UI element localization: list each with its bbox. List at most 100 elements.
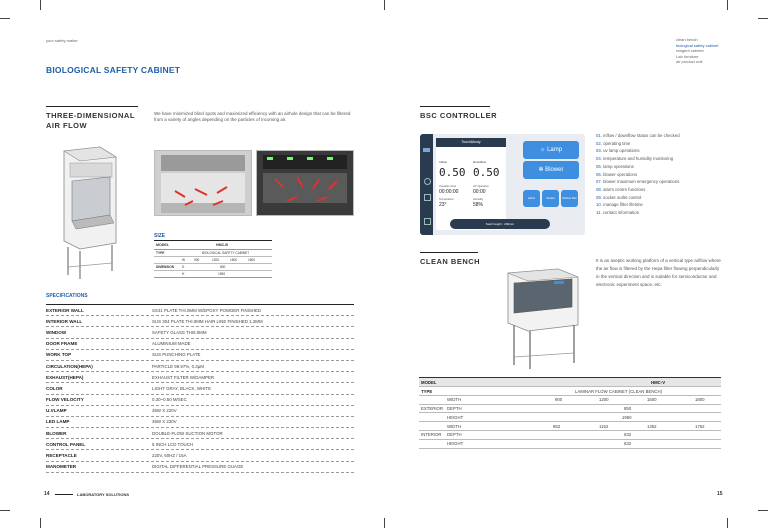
feature-item: 01. inflow / downflow status can be chec… (596, 132, 680, 140)
spec-value: PARTICLE 99.97%, 0.3μM (152, 363, 204, 369)
feature-number: 02. (596, 140, 604, 146)
info-icon[interactable] (424, 218, 431, 225)
spec-value: DOUBLE-FLOW SUCTION MOTOR (152, 430, 223, 436)
spec-value: EXHAUST FILTER W/DAMPER (152, 374, 215, 380)
feature-item: 03. uv lamp operations (596, 147, 680, 155)
window-max-button[interactable]: Window Max (561, 190, 578, 207)
spec-value: 36W X 220V (152, 408, 177, 414)
spec-key: WINDOW (46, 329, 67, 335)
airflow-photo-1 (154, 150, 252, 216)
airflow-arrows-icon (161, 155, 245, 213)
socket-button[interactable]: Socket (542, 190, 559, 207)
footer-page-left: 14 (44, 491, 50, 497)
spec-value: ALUMINIUM MADE (152, 341, 191, 347)
home-icon[interactable] (423, 148, 430, 152)
spec-value: DIGITAL DIFFERENTIAL PRESSURE GUAGE (152, 464, 244, 470)
feature-item: 06. blower operations (596, 171, 680, 179)
spec-key: LED LAMP (46, 419, 70, 425)
crop-mark (40, 0, 41, 10)
section-rule (420, 106, 490, 107)
spec-key: INTERIOR WALL (46, 318, 83, 324)
blower-button[interactable]: ✻ Blower (523, 161, 579, 179)
alarm-button[interactable]: Alarm (523, 190, 540, 207)
feature-text: blower maximum emergency operations (603, 179, 680, 185)
header-tagline: your safety maker (46, 38, 78, 43)
feature-number: 06. (596, 171, 604, 177)
panel-display: Touch&body Inflow Downflow 0.50 0.50 Ope… (436, 138, 506, 230)
display-header: Touch&body (436, 138, 506, 147)
filter-icon[interactable] (424, 194, 431, 201)
feature-number: 11. (596, 210, 603, 216)
airflow-photo-2 (256, 150, 354, 216)
feature-number: 03. (596, 148, 604, 154)
feature-text: temperature and humidity monitoring (603, 156, 674, 162)
controller-panel: Touch&body Inflow Downflow 0.50 0.50 Ope… (420, 134, 585, 235)
airflow-arrows-icon (263, 155, 347, 203)
footer-label: LABORATORY SOLUTIONS (77, 492, 130, 497)
feature-text: operating time (603, 140, 631, 146)
feature-number: 01. (596, 133, 604, 138)
spec-value: 0.30~0.50 M/SEC (152, 397, 187, 403)
feature-number: 10. (596, 202, 604, 208)
airflow-description: We have minimized blind spots and maximi… (154, 111, 351, 122)
spec-value: SAFETY GLASS THI5.0MM (152, 329, 207, 335)
spec-key: FLOW VELOCITY (46, 397, 84, 403)
spec-row: MANOMETER DIGITAL DIFFERENTIAL PRESSURE G… (46, 462, 354, 473)
page-title: BIOLOGICAL SAFETY CABINET (46, 65, 181, 75)
feature-number: 09. (596, 194, 604, 200)
spec-row: WINDOW SAFETY GLASS THI5.0MM (46, 327, 354, 339)
lamp-button[interactable]: ☼ Lamp (523, 141, 579, 159)
feature-item: 07. blower maximum emergency operations (596, 178, 680, 186)
feature-text: blower operations (603, 171, 638, 177)
op-time-label: Operation time (439, 185, 457, 188)
spec-value: SUS PUNCHING PLATE (152, 352, 201, 358)
spec-row: BLOWER DOUBLE-FLOW SUCTION MOTOR (46, 428, 354, 440)
size-label: SIZE (154, 233, 166, 239)
header-menu: clean bench biological safety cabinet re… (676, 37, 718, 65)
feature-number: 04. (596, 156, 604, 162)
op-time-value: 00:00:00 (439, 189, 459, 195)
feature-text: socket outlet control (603, 194, 642, 200)
uv-value: 00:00 (473, 189, 486, 195)
spec-row: EXHAUST(HEPA)EXHAUST FILTER W/DAMPER (46, 372, 354, 384)
feature-list: 01. inflow / downflow status can be chec… (596, 132, 680, 217)
menu-item-bsc[interactable]: biological safety cabinet (676, 42, 719, 48)
spec-key: RECEPTACLE (46, 453, 77, 459)
feature-text: uv lamp operations (603, 148, 640, 154)
spec-value: SS41 PLATE THI.0MM W/EPOXY POWDER FINISH… (152, 307, 262, 313)
downflow-value: 0.50 (473, 166, 500, 179)
section-rule (46, 106, 138, 107)
spec-key: MANOMETER (46, 464, 77, 470)
spec-key: CONTROL PANEL (46, 441, 86, 447)
lamp-icon: ☼ (539, 147, 546, 153)
settings-icon[interactable] (424, 178, 431, 185)
hum-label: Humidity (473, 198, 484, 201)
model-table: MODEL HMC-V TYPE LAMINAR FLOW CABINET (C… (419, 377, 721, 449)
feature-text: contact information (602, 210, 640, 216)
section-rule (420, 252, 478, 253)
crop-mark (0, 18, 10, 19)
spec-key: BLOWER (46, 430, 67, 436)
spec-key: COLOR (46, 385, 63, 391)
cabinet-illustration (63, 146, 117, 279)
feature-number: 08. (596, 186, 604, 192)
menu-item-reagent[interactable]: reagent cabinet (676, 48, 704, 54)
menu-item-furniture[interactable]: Lab furniture (676, 53, 699, 59)
inflow-label: Inflow (439, 160, 447, 164)
menu-item-clean-bench[interactable]: clean bench (676, 37, 698, 42)
footer-page-right: 15 (717, 491, 723, 497)
size-table: MODEL HMC-B TYPE BIOLOGICAL SAFETY CABIN… (154, 240, 272, 278)
uv-label: UV Operation (473, 185, 489, 188)
menu-item-air[interactable]: air product unit (676, 59, 703, 65)
crop-mark (758, 510, 768, 511)
feature-item: 05. lamp operations (596, 163, 680, 171)
clean-bench-heading: CLEAN BENCH (420, 257, 481, 266)
